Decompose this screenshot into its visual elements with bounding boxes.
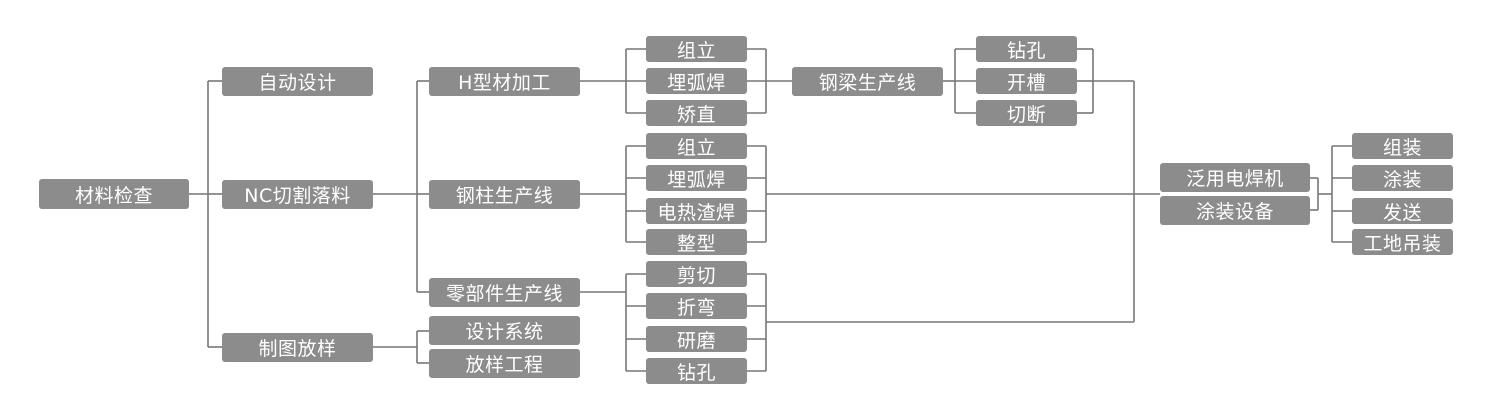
node-nc-cutting: NC切割落料	[222, 180, 373, 209]
node-design-system: 设计系统	[429, 316, 580, 345]
node-final-assembly: 组装	[1352, 133, 1453, 159]
node-parts-grind: 研磨	[646, 326, 747, 352]
node-col-electroslag: 电热渣焊	[646, 198, 747, 224]
node-parts-drill: 钻孔	[646, 358, 747, 384]
node-auto-design: 自动设计	[222, 67, 373, 96]
node-layout-engineering: 放样工程	[429, 349, 580, 378]
node-beam-slot: 开槽	[976, 68, 1077, 94]
node-beam-drill: 钻孔	[976, 36, 1077, 62]
node-h-beam-processing: H型材加工	[429, 67, 580, 96]
node-parts-shear: 剪切	[646, 261, 747, 287]
node-column-line: 钢柱生产线	[429, 180, 580, 209]
node-drawing-layout: 制图放样	[222, 333, 373, 362]
node-beam-cutoff: 切断	[976, 100, 1077, 126]
node-parts-bend: 折弯	[646, 293, 747, 319]
node-h-straighten: 矫直	[646, 100, 747, 126]
node-parts-line: 零部件生产线	[429, 278, 580, 307]
node-final-coating: 涂装	[1352, 165, 1453, 191]
node-h-saw: 埋弧焊	[646, 68, 747, 94]
node-col-saw: 埋弧焊	[646, 165, 747, 191]
node-site-hoisting: 工地吊装	[1352, 229, 1453, 255]
node-h-assembly: 组立	[646, 36, 747, 62]
node-general-welder: 泛用电焊机	[1160, 163, 1310, 192]
node-col-assembly: 组立	[646, 133, 747, 159]
node-material-inspection: 材料检查	[39, 179, 189, 209]
node-col-shaping: 整型	[646, 229, 747, 255]
node-final-shipping: 发送	[1352, 198, 1453, 224]
node-beam-line: 钢梁生产线	[792, 67, 943, 96]
node-coating-equipment: 涂装设备	[1160, 196, 1310, 225]
